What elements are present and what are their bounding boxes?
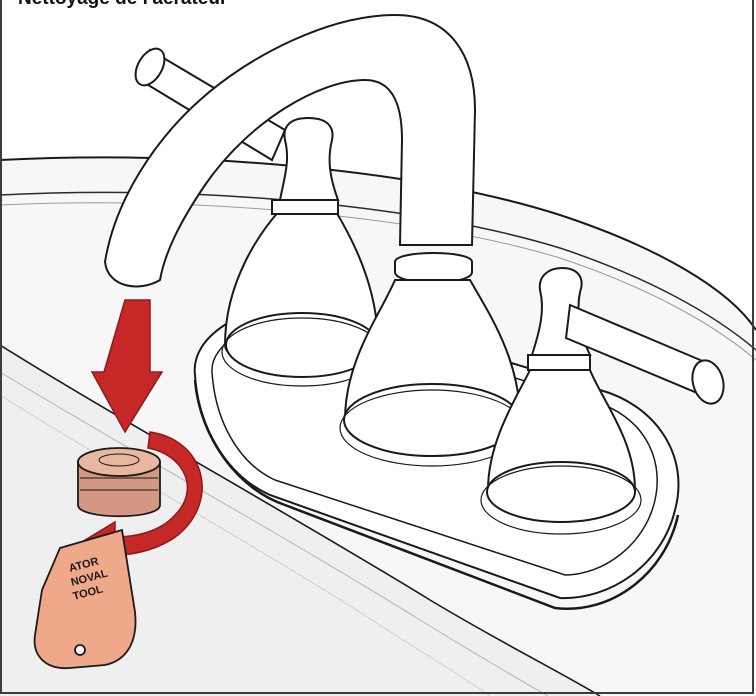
diagram-title: Nettoyage de l'aérateur bbox=[18, 0, 227, 10]
aerator-part bbox=[78, 448, 160, 516]
